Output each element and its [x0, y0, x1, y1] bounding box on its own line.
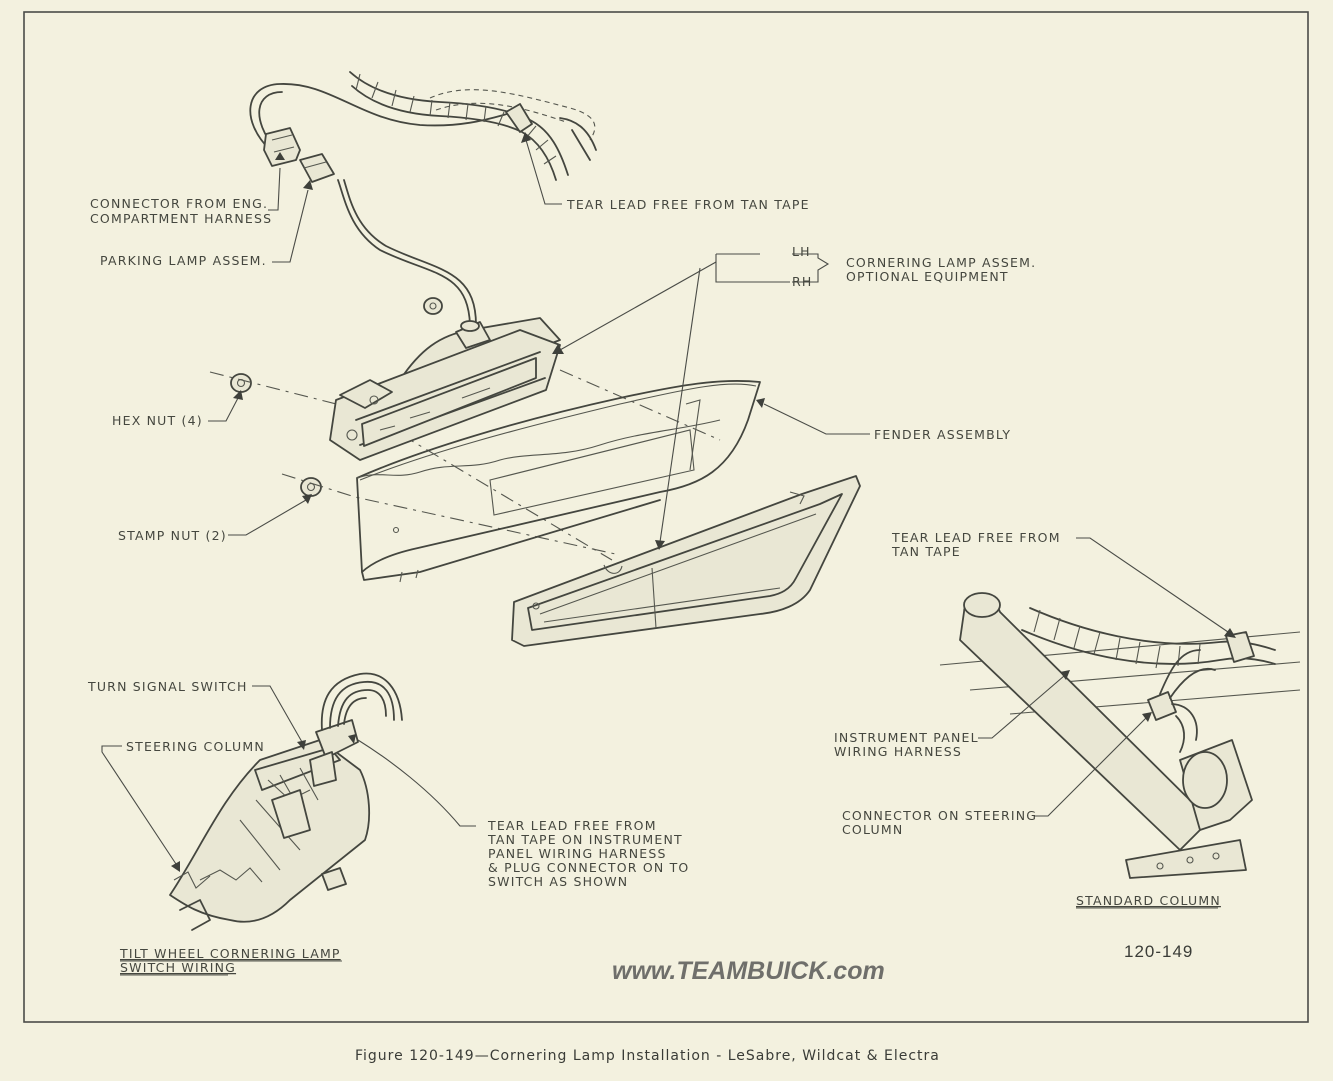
- label-tilt-wheel-2: SWITCH WIRING: [120, 960, 236, 975]
- label-turn-signal-switch: TURN SIGNAL SWITCH: [87, 679, 248, 694]
- tilt-column: [169, 672, 403, 931]
- fender-assembly: [356, 379, 761, 583]
- label-connector-eng-2: COMPARTMENT HARNESS: [90, 211, 272, 226]
- label-instrument-panel-2: WIRING HARNESS: [834, 744, 962, 759]
- bezel: [511, 475, 861, 647]
- label-tear-lead-left-2: TAN TAPE ON INSTRUMENT: [487, 832, 683, 847]
- label-standard-column: STANDARD COLUMN: [1076, 893, 1221, 908]
- label-tear-lead-left-3: PANEL WIRING HARNESS: [488, 846, 667, 861]
- figure-number: 120-149: [1124, 942, 1193, 961]
- label-steering-column: STEERING COLUMN: [126, 739, 265, 754]
- label-connector-steering-2: COLUMN: [842, 822, 903, 837]
- label-tear-lead-left-1: TEAR LEAD FREE FROM: [487, 818, 657, 833]
- label-tear-lead-left-5: SWITCH AS SHOWN: [488, 874, 628, 889]
- label-connector-steering-1: CONNECTOR ON STEERING: [842, 808, 1037, 823]
- label-instrument-panel-1: INSTRUMENT PANEL: [834, 730, 979, 745]
- label-stamp-nut: STAMP NUT (2): [118, 528, 227, 543]
- label-tear-lead-right-2: TAN TAPE: [891, 544, 961, 559]
- engine-harness-taped: [349, 71, 597, 181]
- label-parking-lamp: PARKING LAMP ASSEM.: [100, 253, 267, 268]
- label-tear-lead-right-1: TEAR LEAD FREE FROM: [891, 530, 1061, 545]
- label-hex-nut: HEX NUT (4): [112, 413, 203, 428]
- label-cornering-lamp-1: CORNERING LAMP ASSEM.: [846, 255, 1036, 270]
- parking-lamp-wiring: [249, 83, 516, 326]
- label-tear-lead-left-4: & PLUG CONNECTOR ON TO: [488, 860, 689, 875]
- label-fender-assembly: FENDER ASSEMBLY: [874, 427, 1011, 442]
- label-tilt-wheel-1: TILT WHEEL CORNERING LAMP: [119, 946, 341, 961]
- label-lh: LH: [792, 244, 811, 259]
- label-tear-lead-top: TEAR LEAD FREE FROM TAN TAPE: [566, 197, 810, 212]
- label-connector-eng-1: CONNECTOR FROM ENG.: [90, 196, 268, 211]
- page-frame: [23, 11, 1309, 1023]
- label-cornering-lamp-2: OPTIONAL EQUIPMENT: [846, 269, 1009, 284]
- standard-column: [939, 592, 1301, 879]
- figure-caption: Figure 120-149—Cornering Lamp Installati…: [355, 1048, 940, 1064]
- watermark: www.TEAMBUICK.com: [612, 957, 885, 985]
- leader-lines: [101, 132, 1236, 872]
- label-rh: RH: [792, 274, 813, 289]
- cornering-lamp-assembly: [329, 317, 561, 461]
